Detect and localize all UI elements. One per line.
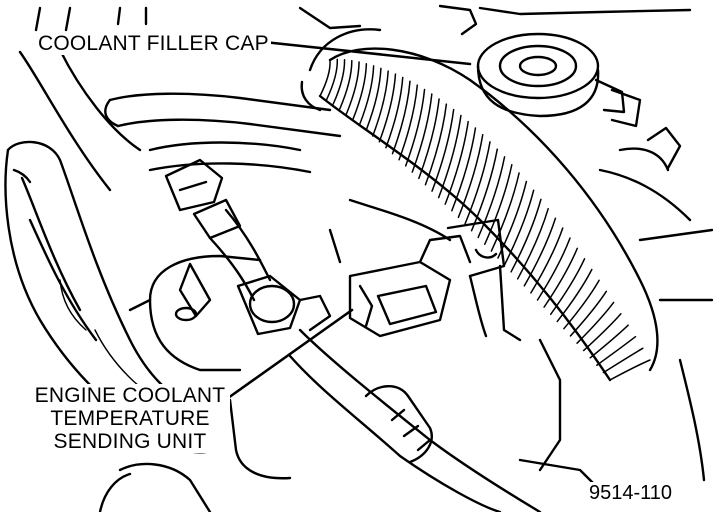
hose-rib	[424, 103, 448, 186]
callout-sending-unit-line1: ENGINE COOLANT	[34, 384, 226, 407]
hose-rib	[516, 207, 549, 280]
callout-sending-unit: ENGINE COOLANT TEMPERATURE SENDING UNIT	[30, 384, 230, 453]
hose-rib	[464, 141, 491, 225]
hose-rib	[510, 198, 542, 273]
hose-rib	[490, 172, 520, 252]
callout-sending-unit-line2: TEMPERATURE	[50, 407, 210, 430]
hose-rib	[596, 335, 637, 366]
hose-rib	[556, 268, 593, 323]
leader-lines	[226, 40, 472, 400]
hose-rib	[418, 98, 440, 180]
hose-rib	[437, 114, 462, 199]
hose-rib	[358, 65, 375, 126]
hose-rib	[602, 347, 644, 374]
top-hose-lines	[18, 6, 148, 192]
callout-sending-unit-line3: SENDING UNIT	[53, 430, 207, 453]
hose-rib	[484, 164, 513, 245]
hose-rib	[543, 247, 579, 308]
hose-rib	[391, 80, 411, 155]
hose-rib	[563, 279, 600, 330]
lower-hose	[288, 328, 542, 512]
hose-rib	[530, 227, 564, 294]
hose-rib	[345, 61, 360, 115]
hose-rib	[523, 217, 557, 287]
sending-unit-leader	[226, 308, 354, 400]
hose-rib	[411, 93, 433, 173]
hose-rib	[444, 120, 469, 205]
hose-rib	[477, 156, 506, 239]
hose-rib	[332, 58, 346, 105]
sensor-connector	[348, 218, 522, 342]
figure-number: 9514-110	[586, 482, 676, 505]
hose-rib	[609, 359, 651, 381]
hose-rib	[339, 59, 353, 110]
sending-unit-body	[128, 254, 262, 372]
hose-rib	[576, 301, 615, 344]
hose-rib	[457, 134, 484, 219]
upper-hose	[300, 28, 382, 112]
hose-rib	[431, 108, 455, 192]
flare-nut-fitting	[164, 158, 332, 336]
hose-rib	[365, 67, 382, 132]
hose-rib	[549, 258, 586, 316]
lower-components	[98, 198, 612, 512]
hose-rib	[404, 88, 426, 167]
hose-rib	[371, 70, 389, 137]
top-right-frame	[298, 4, 714, 482]
hose-rib	[589, 324, 629, 359]
hose-rib	[398, 84, 419, 161]
hose-rib	[582, 313, 622, 352]
corrugated-hose	[318, 47, 659, 382]
hose-rib	[470, 148, 499, 232]
hose-rib	[352, 63, 368, 121]
filler-cap-leader	[262, 40, 472, 66]
hose-rib	[385, 76, 404, 149]
hose-rib	[451, 127, 477, 212]
callout-coolant-filler-cap: COOLANT FILLER CAP	[36, 32, 271, 55]
hose-rib	[319, 59, 331, 97]
hose-rib	[325, 58, 339, 101]
upper-tube	[104, 92, 342, 174]
hose-rib	[503, 189, 535, 266]
hose-rib	[569, 290, 608, 337]
hose-rib	[378, 73, 397, 143]
hose-rib	[536, 237, 571, 301]
